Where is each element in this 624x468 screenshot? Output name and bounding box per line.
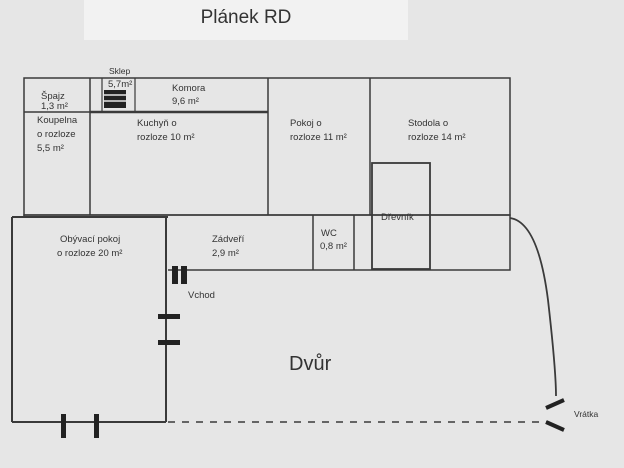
sklep-line1: Sklep xyxy=(109,66,131,76)
obyvaci-door-top xyxy=(158,314,180,319)
koupelna-line2: o rozloze xyxy=(37,129,76,140)
vchod-door-right xyxy=(181,266,187,284)
pokoj-line1: Pokoj o xyxy=(290,118,322,129)
zadveri-line1: Zádveří xyxy=(212,234,245,245)
sklep-line2: 5,7m² xyxy=(108,79,132,90)
koupelna-line3: 5,5 m² xyxy=(37,143,64,154)
gate-bottom xyxy=(545,420,565,432)
vchod-door-left xyxy=(172,266,178,284)
drevnik-label: Dřevník xyxy=(381,212,414,223)
stodola-line1: Stodola o xyxy=(408,118,448,129)
stodola-line2: rozloze 14 m² xyxy=(408,132,466,143)
sklep-hatch xyxy=(104,90,126,108)
wc-line2: 0,8 m² xyxy=(320,241,347,252)
spajz-line2: 1,3 m² xyxy=(41,101,68,112)
kuchyn-line1: Kuchyň o xyxy=(137,118,177,129)
obyvaci-line2: o rozloze 20 m² xyxy=(57,248,122,259)
komora-line2: 9,6 m² xyxy=(172,96,199,107)
kuchyn-line2: rozloze 10 m² xyxy=(137,132,195,143)
komora-line1: Komora xyxy=(172,83,206,94)
upper-building-outline xyxy=(23,77,511,216)
drevnik-outline xyxy=(371,162,431,270)
lower-building-outline xyxy=(23,214,511,271)
vchod-label: Vchod xyxy=(188,290,215,301)
koupelna-line1: Koupelna xyxy=(37,115,78,126)
pokoj-line2: rozloze 11 m² xyxy=(290,132,347,143)
vratka-label: Vrátka xyxy=(574,409,599,419)
obyvaci-line1: Obývací pokoj xyxy=(60,234,120,245)
fence-curve xyxy=(509,217,557,397)
plan-title: Plánek RD xyxy=(200,7,292,28)
obyvaci-door-bottom xyxy=(158,340,180,345)
bottom-door-left xyxy=(61,414,66,438)
title-banner: Plánek RD xyxy=(84,0,408,40)
dvur-label: Dvůr xyxy=(289,353,332,375)
spajz-line1: Špajz xyxy=(41,91,65,102)
bottom-door-right xyxy=(94,414,99,438)
wc-line1: WC xyxy=(321,228,337,239)
zadveri-line2: 2,9 m² xyxy=(212,248,239,259)
gate-top xyxy=(545,398,565,410)
